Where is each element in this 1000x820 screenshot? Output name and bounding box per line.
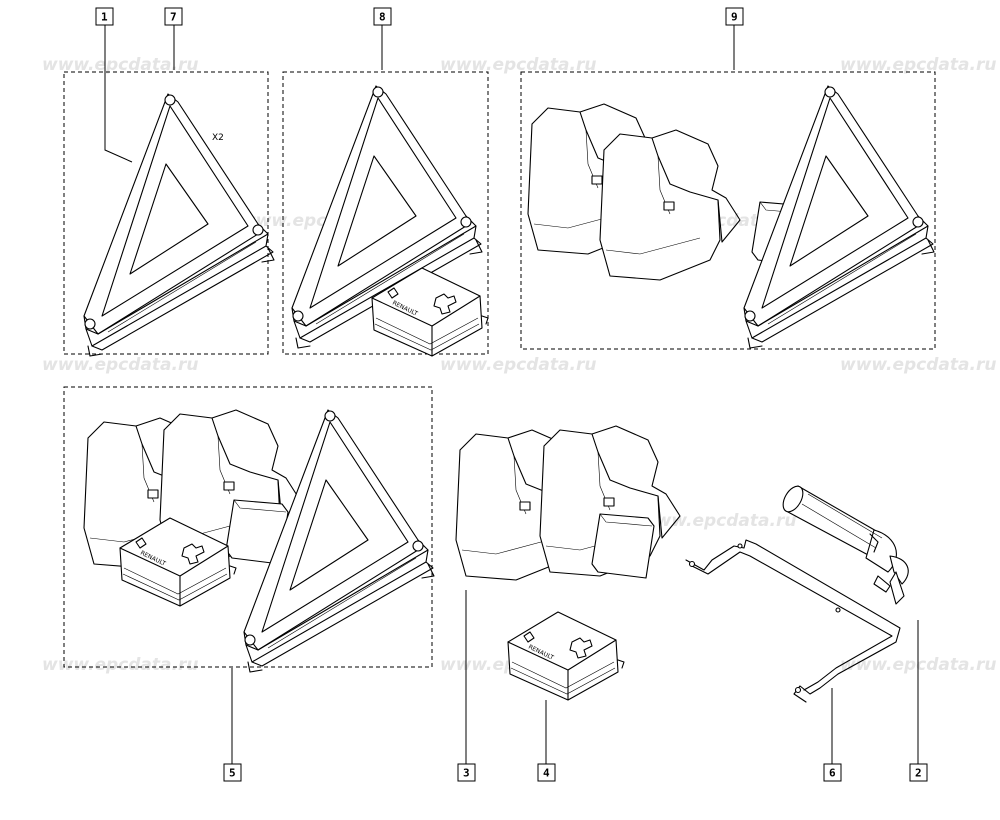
group-frame-9 [520,71,936,350]
group-frame-5 [63,386,433,668]
watermark-text: www.epcdata.ru [42,355,198,375]
group-frame-1 [63,71,269,355]
warning-triangle-part-1 [83,93,275,357]
first-aid-kit-in-group-5: RENAULT [119,517,237,607]
svg-text:8: 8 [379,11,386,24]
leader-lines [104,24,919,764]
svg-text:1: 1 [101,11,108,24]
callout-5: 5 [223,763,242,782]
watermark-text: www.epcdata.ru [440,355,596,375]
svg-text:5: 5 [229,767,236,780]
callout-3: 3 [457,763,476,782]
callout-2: 2 [909,763,928,782]
callout-6: 6 [823,763,842,782]
callout-9: 9 [725,7,744,26]
watermark-text: www.epcdata.ru [840,55,996,75]
fire-extinguisher-part-2 [778,482,909,605]
vest-group-9-b [599,129,741,281]
watermark-text: www.epcdata.ru [640,511,796,531]
watermark-text: www.epcdata.ru [42,55,198,75]
callout-7: 7 [164,7,183,26]
callout-8: 8 [373,7,392,26]
svg-text:7: 7 [170,11,177,24]
watermark-text: www.epcdata.ru [840,355,996,375]
svg-text:3: 3 [463,767,470,780]
svg-text:2: 2 [915,767,922,780]
group-frame-8 [282,71,489,355]
first-aid-kit-part-4: RENAULT [507,611,625,701]
callout-4: 4 [537,763,556,782]
svg-text:6: 6 [829,767,836,780]
svg-text:9: 9 [731,11,738,24]
watermark-text: www.epcdata.ru [440,55,596,75]
pouch-part-3 [591,513,655,579]
svg-text:4: 4 [543,767,550,780]
quantity-note: X2 [212,133,224,143]
callout-1: 1 [95,7,114,26]
mounting-bracket-part-6 [685,539,901,703]
first-aid-kit-in-group-8: RENAULT [371,267,489,357]
watermark-text: www.epcdata.ru [42,655,198,675]
